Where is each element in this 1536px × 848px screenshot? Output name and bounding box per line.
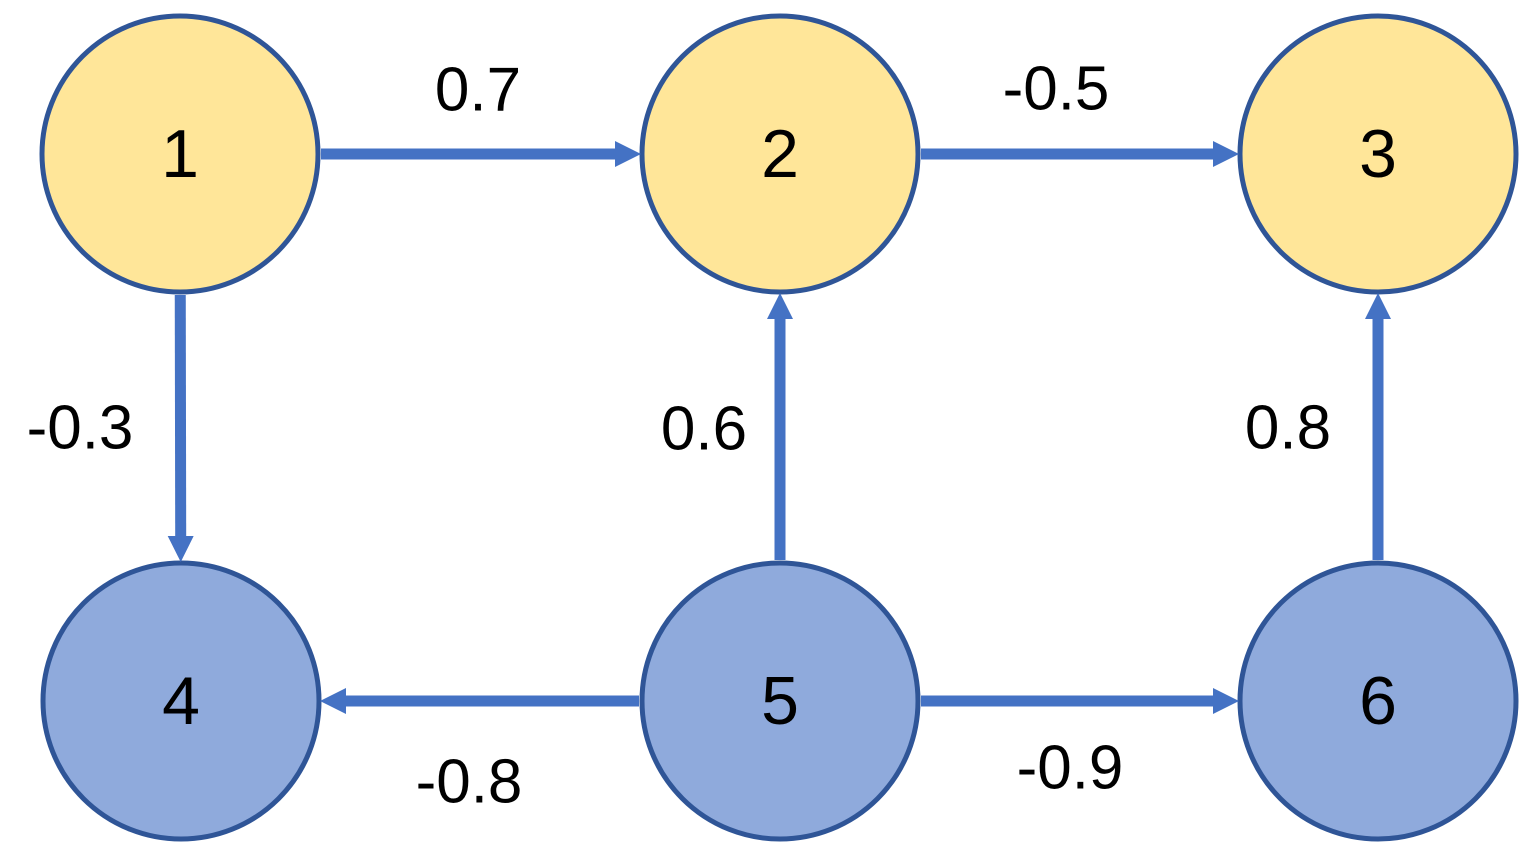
node-6-label: 6 bbox=[1359, 663, 1397, 739]
edge-1-4-weight-label: -0.3 bbox=[27, 394, 134, 463]
edge-5-2-weight-label: 0.6 bbox=[661, 395, 747, 464]
edge-5-4-weight-label: -0.8 bbox=[416, 748, 523, 817]
edge-1-2-weight-label: 0.7 bbox=[435, 56, 521, 125]
edge-2-3-weight-label: -0.5 bbox=[1003, 55, 1110, 124]
node-3-circle bbox=[1237, 13, 1519, 295]
node-6-circle bbox=[1237, 560, 1519, 842]
node-1-label: 1 bbox=[161, 116, 199, 192]
node-1-circle bbox=[39, 13, 321, 295]
edge-6-3-weight-label: 0.8 bbox=[1245, 394, 1331, 463]
node-2-circle bbox=[639, 13, 921, 295]
edge-layer: 0.7 -0.5 -0.3 0.6 0.8 -0.8 -0.9 bbox=[27, 55, 1391, 817]
node-5-label: 5 bbox=[761, 663, 799, 739]
node-5-circle bbox=[639, 560, 921, 842]
edge-5-6-weight-label: -0.9 bbox=[1017, 734, 1124, 803]
node-3-label: 3 bbox=[1359, 116, 1397, 192]
node-layer: 1 2 3 4 5 6 bbox=[39, 13, 1519, 842]
node-2-label: 2 bbox=[761, 116, 799, 192]
node-4-circle bbox=[40, 560, 322, 842]
node-4-label: 4 bbox=[162, 663, 200, 739]
